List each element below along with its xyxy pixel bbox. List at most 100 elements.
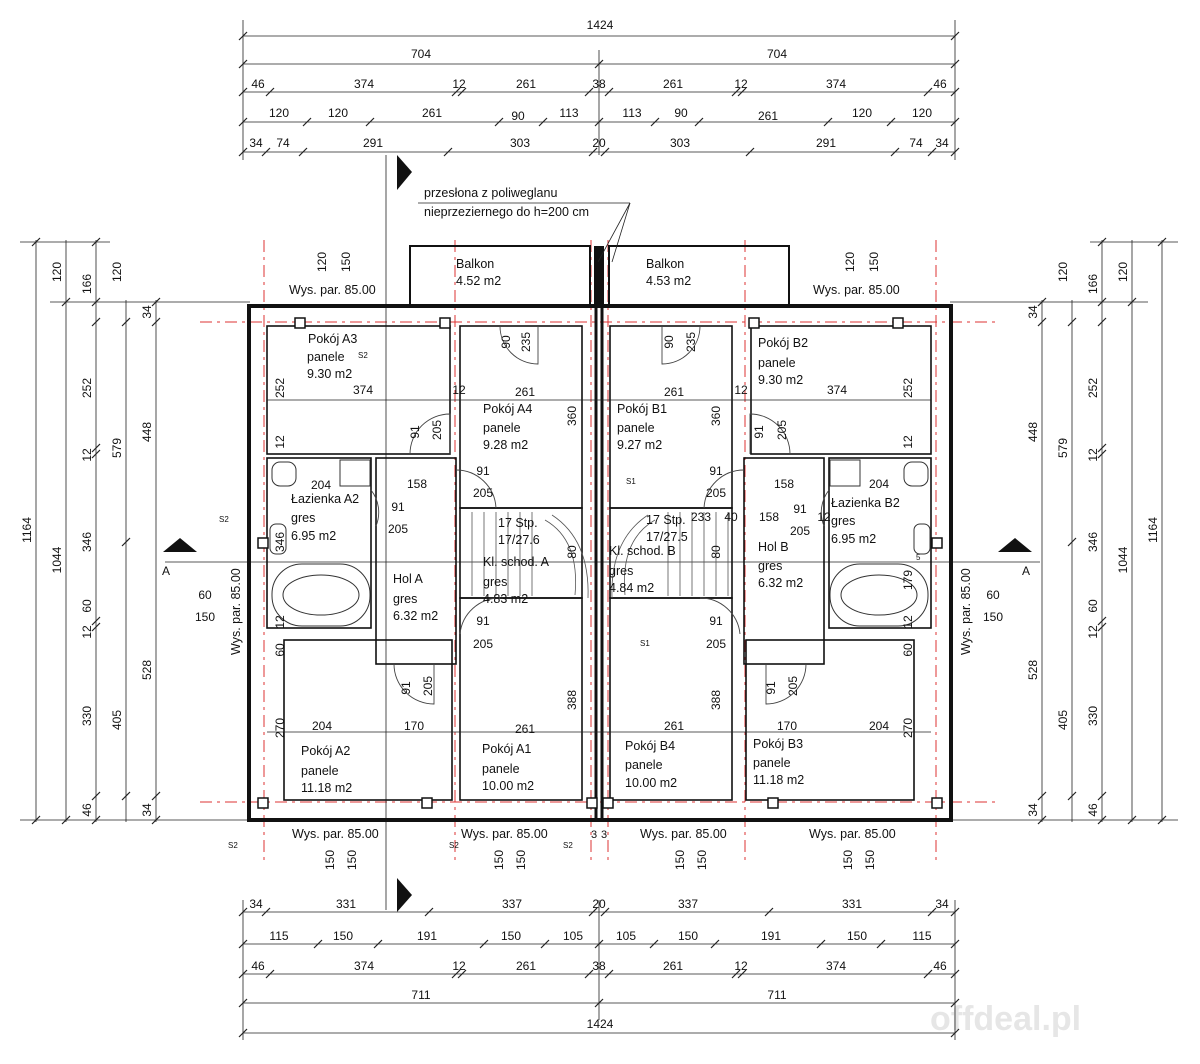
room-area: 9.27 m2 bbox=[617, 438, 662, 452]
dim-left-12b: 12 bbox=[80, 625, 94, 639]
right-dimension-chains: 1164 1044 120 166 120 34 252 12 579 448 … bbox=[950, 237, 1178, 825]
idim: 150 bbox=[339, 252, 353, 272]
idim: 3 bbox=[601, 829, 607, 841]
idim: 150 bbox=[841, 850, 855, 870]
building-outline bbox=[247, 245, 953, 822]
section-label-right: A bbox=[1022, 564, 1030, 578]
room-finish: panele bbox=[483, 421, 521, 435]
dim-bot-r2-7: 150 bbox=[678, 929, 698, 943]
sill-label-b2: Wys. par. 85.00 bbox=[813, 283, 900, 297]
idim: 91 bbox=[752, 425, 766, 439]
section-line-vertical bbox=[385, 155, 412, 912]
room-finish: gres bbox=[758, 559, 782, 573]
idim: 261 bbox=[515, 385, 535, 399]
stair-b-ratio: 17/27.5 bbox=[646, 530, 688, 544]
room-finish: panele bbox=[617, 421, 655, 435]
idim: 150 bbox=[514, 850, 528, 870]
idim: 60 bbox=[986, 588, 1000, 602]
polycarbonate-annotation: przesłona z poliweglanu nieprzeziernego … bbox=[418, 186, 631, 263]
dim-left-120b: 120 bbox=[110, 262, 124, 282]
dim-top-r5-3: 291 bbox=[363, 136, 383, 150]
idim: 91 bbox=[391, 500, 405, 514]
dim-bot-r1-1: 34 bbox=[249, 897, 263, 911]
idim: 5 bbox=[916, 553, 921, 562]
room-area: 4.83 m2 bbox=[483, 592, 528, 606]
room-finish: gres bbox=[291, 511, 315, 525]
dim-bot-r3-1: 46 bbox=[251, 959, 265, 973]
idim: 261 bbox=[515, 722, 535, 736]
doors bbox=[370, 325, 830, 705]
columns bbox=[257, 317, 943, 809]
dim-top-r4-10: 120 bbox=[912, 106, 932, 120]
idim: 204 bbox=[869, 719, 889, 733]
dim-bot-r2-3: 191 bbox=[417, 929, 437, 943]
left-dimension-chains: 1164 1044 120 166 120 34 252 12 579 448 … bbox=[20, 237, 250, 825]
dim-top-r5-9: 34 bbox=[935, 136, 949, 150]
idim: 12 bbox=[273, 615, 287, 629]
mark-s2-bottom-left: S2 bbox=[228, 841, 238, 850]
dim-left-579: 579 bbox=[110, 438, 124, 458]
bathroom-fixtures bbox=[269, 459, 931, 627]
room-finish: panele bbox=[758, 356, 796, 370]
dim-bot-r2-6: 105 bbox=[616, 929, 636, 943]
idim: 233 bbox=[691, 510, 711, 524]
dim-top-r3-1: 46 bbox=[251, 77, 265, 91]
idim: 205 bbox=[421, 676, 435, 696]
dim-right-346: 346 bbox=[1086, 532, 1100, 552]
dim-right-46: 46 bbox=[1086, 803, 1100, 817]
sill-label-a3: Wys. par. 85.00 bbox=[289, 283, 376, 297]
dim-top-r5-6: 303 bbox=[670, 136, 690, 150]
room-name: Hol A bbox=[393, 572, 424, 586]
idim: 12 bbox=[901, 615, 915, 629]
room-area: 4.53 m2 bbox=[646, 274, 691, 288]
room-area: 9.30 m2 bbox=[758, 373, 803, 387]
room-finish: panele bbox=[482, 762, 520, 776]
dim-right-448: 448 bbox=[1026, 422, 1040, 442]
dim-top-r5-7: 291 bbox=[816, 136, 836, 150]
room-labels: Balkon 4.52 m2 Balkon 4.53 m2 Pokój A3 p… bbox=[291, 257, 900, 795]
room-area: 9.30 m2 bbox=[307, 367, 352, 381]
section-arrow-right-icon bbox=[998, 538, 1032, 552]
dim-right-34a: 34 bbox=[1026, 305, 1040, 319]
dim-bot-r3-2: 374 bbox=[354, 959, 374, 973]
dim-bot-r1-4: 20 bbox=[592, 897, 606, 911]
shower-a-icon bbox=[339, 459, 371, 487]
idim: 204 bbox=[869, 477, 889, 491]
mark-s1-top: S1 bbox=[626, 477, 636, 486]
dim-top-r3-9: 46 bbox=[933, 77, 947, 91]
dim-top-half-a: 704 bbox=[411, 47, 431, 61]
dim-bot-r2-10: 115 bbox=[912, 929, 931, 943]
idim: 360 bbox=[709, 406, 723, 426]
sill-label-bath-b: Wys. par. 85.00 bbox=[959, 568, 973, 655]
section-arrow-bottom-icon bbox=[397, 878, 412, 912]
toilet-b-icon bbox=[903, 461, 929, 487]
section-arrow-top-icon bbox=[397, 155, 412, 190]
room-finish: gres bbox=[483, 575, 507, 589]
idim: 12 bbox=[901, 435, 915, 449]
idim: 91 bbox=[709, 614, 723, 628]
dim-top-half-b: 704 bbox=[767, 47, 787, 61]
dim-bot-half-a: 711 bbox=[411, 988, 430, 1002]
idim: 205 bbox=[706, 637, 726, 651]
room-finish: panele bbox=[301, 764, 339, 778]
idim: 205 bbox=[388, 522, 408, 536]
dim-left-528: 528 bbox=[140, 660, 154, 680]
dim-left-60: 60 bbox=[80, 599, 94, 613]
idim: 150 bbox=[492, 850, 506, 870]
dim-left-46: 46 bbox=[80, 803, 94, 817]
dim-bot-r2-8: 191 bbox=[761, 929, 781, 943]
dim-right-60: 60 bbox=[1086, 599, 1100, 613]
room-finish: panele bbox=[307, 350, 345, 364]
idim: 91 bbox=[764, 681, 778, 695]
stair-b-steps: 17 Stp. bbox=[646, 513, 686, 527]
dim-top-r4-8: 261 bbox=[758, 109, 778, 123]
stair-a-steps: 17 Stp. bbox=[498, 516, 538, 530]
dim-left-330: 330 bbox=[80, 706, 94, 726]
dim-right-total: 1164 bbox=[1146, 517, 1160, 543]
dim-top-r3-2: 374 bbox=[354, 77, 374, 91]
dim-bot-r1-2: 331 bbox=[336, 897, 356, 911]
dim-right-579: 579 bbox=[1056, 438, 1070, 458]
interior-dimensions: 374 12 261 261 12 374 252 252 12 12 360 … bbox=[195, 252, 1003, 870]
idim: 252 bbox=[901, 378, 915, 398]
idim: 12 bbox=[452, 383, 466, 397]
